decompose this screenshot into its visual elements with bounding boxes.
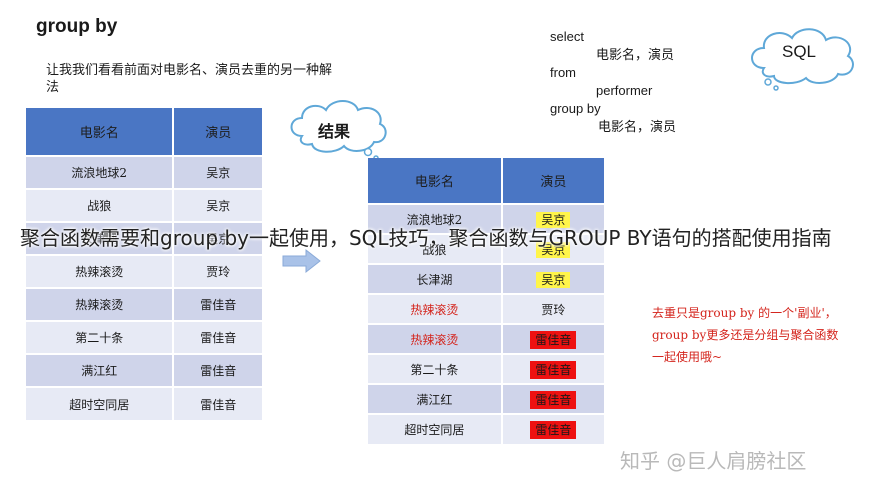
sql-code-block: select 电影名，演员 from performer group by 电影… [550,28,676,136]
cell-movie: 满江红 [366,383,502,414]
cell-movie: 流浪地球2 [23,155,174,189]
sql-select-columns: 电影名，演员 [596,47,675,62]
table-row: 满江红雷佳音 [23,353,262,387]
sql-from-keyword: from [550,65,576,80]
result-cloud-label: 结果 [318,122,351,141]
cell-actor: 雷佳音 [172,386,262,420]
cell-actor: 吴京 [172,155,262,189]
cell-movie: 超时空同居 [23,386,174,420]
cell-movie: 战狼 [23,188,174,222]
cell-actor: 雷佳音 [172,320,262,354]
cell-actor-highlighted: 吴京 [536,211,571,228]
column-header-actor: 演员 [500,158,604,204]
sql-group-columns: 电影名，演员 [598,119,677,134]
sql-select-keyword: select [550,29,584,44]
cell-actor: 吴京 [172,188,262,222]
cell-actor: 雷佳音 [172,287,262,321]
table-row: 热辣滚烫 雷佳音 [366,323,604,354]
table-row: 流浪地球2 吴京 [366,203,604,234]
cell-movie-red: 热辣滚烫 [366,293,502,324]
cell-actor-highlighted: 雷佳音 [530,330,577,349]
table-row: 长津湖吴京 [23,221,262,255]
table-row: 热辣滚烫雷佳音 [23,287,262,321]
table-row: 第二十条雷佳音 [23,320,262,354]
table-row: 战狼吴京 [23,188,262,222]
cell-movie: 第二十条 [366,353,502,384]
cell-actor-highlighted: 雷佳音 [530,390,577,409]
cell-movie: 流浪地球2 [366,203,502,234]
cell-movie: 长津湖 [366,263,502,294]
result-cloud-icon [290,100,387,161]
cell-movie: 满江红 [23,353,174,387]
overlay-title: 聚合函数需要和group by一起使用，SQL技巧，聚合函数与GROUP BY语… [20,226,832,250]
cell-actor-highlighted: 吴京 [536,241,571,258]
cell-movie: 热辣滚烫 [23,254,174,288]
table-row: 超时空同居雷佳音 [23,386,262,420]
cell-actor: 贾玲 [500,293,604,324]
sql-cloud-icon [751,28,854,91]
column-header-actor: 演员 [172,108,262,156]
cell-movie: 热辣滚烫 [23,287,174,321]
table-row: 热辣滚烫贾玲 [23,254,262,288]
table-row: 长津湖 吴京 [366,263,604,294]
cell-actor: 吴京 [172,221,262,255]
right-arrow-icon [282,248,321,274]
cell-movie: 长津湖 [23,221,174,255]
table-row: 第二十条 雷佳音 [366,353,604,384]
cell-movie: 超时空同居 [366,413,502,444]
cell-actor-highlighted: 吴京 [536,271,571,288]
slide-heading: group by [36,16,118,37]
sql-cloud-label: SQL [782,42,817,61]
sql-table-name: performer [596,83,653,98]
table-row: 超时空同居 雷佳音 [366,413,604,444]
table-row: 满江红 雷佳音 [366,383,604,414]
cell-actor-highlighted: 雷佳音 [530,421,577,439]
table-row: 战狼 吴京 [366,233,604,264]
table-row: 热辣滚烫贾玲 [366,293,604,324]
cell-movie: 战狼 [366,233,502,264]
column-header-movie: 电影名 [23,108,174,156]
zhihu-watermark: 知乎 @巨人肩膀社区 [620,449,807,473]
column-header-movie: 电影名 [366,158,502,204]
cell-movie-red: 热辣滚烫 [366,323,502,354]
intro-text: 让我我们看看前面对电影名、演员去重的另一种解法 [46,63,333,95]
cell-movie: 第二十条 [23,320,174,354]
cell-actor-highlighted: 雷佳音 [530,360,577,379]
cell-actor: 贾玲 [172,254,262,288]
sql-group-by-keyword: group by [550,101,601,116]
red-note: 去重只是group by 的一个'副业'，group by更多还是分组与聚合函数… [652,306,839,364]
cell-actor: 雷佳音 [172,353,262,387]
